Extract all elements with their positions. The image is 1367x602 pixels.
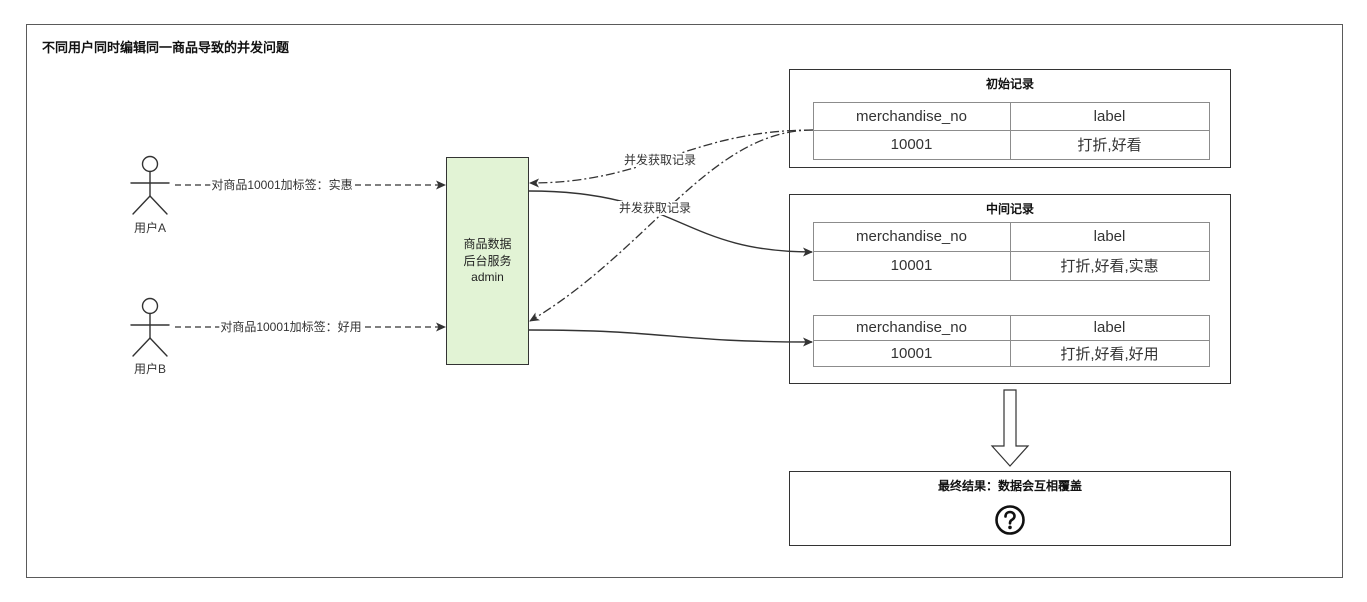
table-header-row: merchandise_no label (812, 101, 1210, 131)
service-line: 商品数据 (463, 237, 512, 252)
edge-label-fetch-top: 并发获取记录 (622, 153, 698, 167)
service-line: admin (471, 270, 504, 285)
table-header-cell: label (1009, 101, 1210, 131)
service-node: 商品数据 后台服务 admin (446, 157, 529, 365)
initial-record-box: 初始记录 merchandise_no label 10001 打折,好看 (789, 69, 1231, 168)
table-header-cell: merchandise_no (812, 314, 1011, 341)
intermediate-record-table-a: merchandise_no label 10001 打折,好看,实惠 (812, 221, 1210, 281)
final-result-box: 最终结果：数据会互相覆盖 (789, 471, 1231, 546)
user-a-label: 用户A (133, 221, 166, 235)
table-cell: 10001 (812, 129, 1011, 160)
table-cell: 10001 (812, 340, 1011, 367)
user-b-label: 用户B (133, 362, 166, 376)
question-circle-ring (994, 504, 1025, 535)
table-cell: 10001 (812, 250, 1011, 281)
edge-label-user-a-action: 对商品10001加标签：实惠 (210, 178, 354, 192)
intermediate-record-box: 中间记录 merchandise_no label 10001 打折,好看,实惠… (789, 194, 1231, 384)
table-header-row: merchandise_no label (812, 221, 1210, 252)
question-mark-dot (1007, 525, 1012, 529)
table-header-cell: label (1009, 221, 1210, 252)
table-header-cell: label (1009, 314, 1210, 341)
table-cell: 打折,好看,好用 (1009, 340, 1210, 367)
table-header-row: merchandise_no label (812, 314, 1210, 341)
edge-label-fetch-bottom: 并发获取记录 (617, 201, 693, 215)
table-row: 10001 打折,好看 (812, 129, 1210, 160)
question-circle-icon (994, 504, 1025, 535)
table-cell: 打折,好看 (1009, 129, 1210, 160)
table-row: 10001 打折,好看,好用 (812, 340, 1210, 367)
intermediate-record-table-b: merchandise_no label 10001 打折,好看,好用 (812, 314, 1210, 367)
final-result-title: 最终结果：数据会互相覆盖 (937, 478, 1082, 493)
table-cell: 打折,好看,实惠 (1009, 250, 1210, 281)
diagram-title: 不同用户同时编辑同一商品导致的并发问题 (42, 40, 290, 55)
table-header-cell: merchandise_no (812, 101, 1011, 131)
service-line: 后台服务 (463, 253, 512, 268)
question-mark-hook (1003, 510, 1016, 525)
initial-record-table: merchandise_no label 10001 打折,好看 (812, 101, 1210, 160)
diagram-frame (26, 24, 1343, 578)
table-row: 10001 打折,好看,实惠 (812, 250, 1210, 281)
table-header-cell: merchandise_no (812, 221, 1011, 252)
initial-record-title: 初始记录 (985, 76, 1034, 91)
intermediate-record-title: 中间记录 (985, 201, 1034, 216)
edge-label-user-b-action: 对商品10001加标签：好用 (219, 320, 363, 334)
